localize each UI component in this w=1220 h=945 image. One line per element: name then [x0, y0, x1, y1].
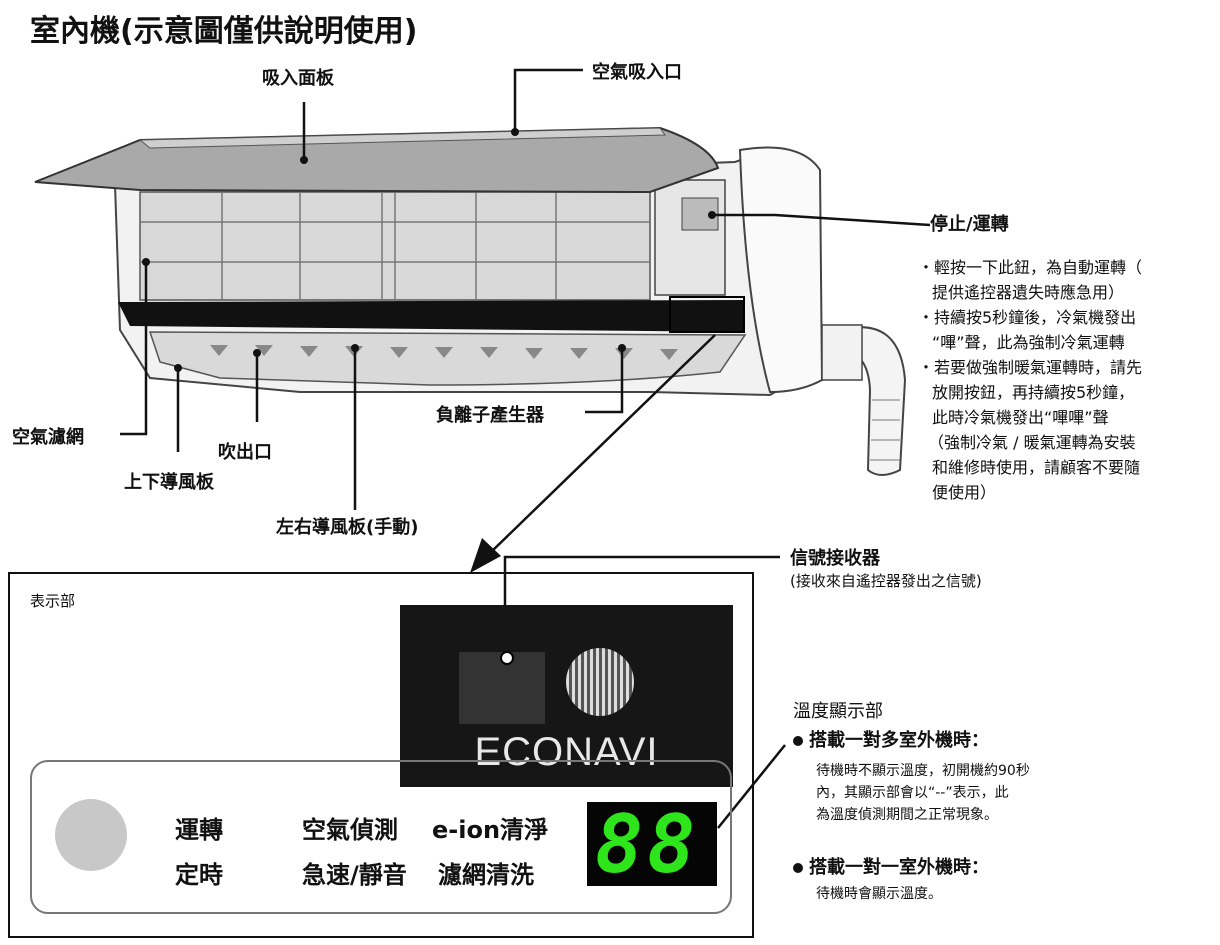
indicator-filter-clean: 濾網清洗 [438, 855, 534, 890]
label-updown-louver: 上下導風板 [124, 468, 214, 494]
louver-area [150, 332, 745, 385]
indicator-eion: e-ion清淨 [432, 810, 548, 845]
label-air-filter: 空氣濾網 [12, 423, 84, 449]
label-lr-louver: 左右導風板(手動) [276, 513, 418, 539]
note-line: 和維修時使用，請顧客不要隨 [918, 455, 1142, 480]
temp-single-heading: 搭載一對一室外機時： [793, 853, 989, 879]
indicator-air-detect: 空氣偵測 [302, 810, 398, 845]
pipe-bracket [822, 325, 862, 380]
indicator-light [55, 799, 127, 871]
note-line: “嗶”聲，此為強制冷氣運轉 [918, 330, 1142, 355]
temperature-digits: 88 [587, 802, 717, 886]
label-outlet: 吹出口 [218, 438, 272, 464]
note-line: ・若要做強制暖氣運轉時，請先 [918, 355, 1142, 380]
note-line: 提供遙控器遺失時應急用） [918, 280, 1142, 305]
bullet-icon [793, 736, 803, 746]
note-line: 放開按鈕，再持續按5秒鐘， [918, 380, 1142, 405]
econavi-sensor-icon [566, 648, 634, 716]
signal-receiver-subtext: (接收來自遙控器發出之信號) [790, 570, 982, 591]
temp-multi-text: 待機時不顯示溫度，初開機約90秒 內，其顯示部會以“--”表示，此 為溫度偵測期… [816, 760, 1030, 826]
stop-run-notes: ・輕按一下此鈕，為自動運轉（ 提供遙控器遺失時應急用） ・持續按5秒鐘後，冷氣機… [918, 255, 1142, 505]
label-temp-display: 溫度顯示部 [793, 697, 883, 723]
temp-multi-heading: 搭載一對多室外機時： [793, 726, 989, 752]
label-intake-panel: 吸入面板 [262, 64, 334, 90]
label-signal-receiver: 信號接收器 [790, 544, 880, 570]
note-line: 內，其顯示部會以“--”表示，此 [816, 782, 1030, 804]
note-line: 此時冷氣機發出“嗶嗶”聲 [918, 405, 1142, 430]
indicator-quiet: 急速/靜音 [302, 855, 407, 890]
bullet-icon [793, 863, 803, 873]
note-line: （強制冷氣 / 暖氣運轉為安裝 [918, 430, 1142, 455]
label-air-inlet: 空氣吸入口 [592, 58, 682, 84]
indicator-run: 運轉 [175, 810, 223, 845]
note-line: 待機時不顯示溫度，初開機約90秒 [816, 760, 1030, 782]
page-title: 室內機(示意圖僅供說明使用) [30, 6, 417, 50]
control-module [655, 180, 725, 295]
note-line: 為溫度偵測期間之正常現象。 [816, 804, 1030, 826]
multi-heading-text: 搭載一對多室外機時： [809, 730, 989, 751]
label-stop-run: 停止/運轉 [930, 210, 1009, 236]
note-line: 便使用） [918, 480, 1142, 505]
note-line: ・輕按一下此鈕，為自動運轉（ [918, 255, 1142, 280]
arrow-head [470, 538, 501, 573]
receiver-pointer-dot [500, 651, 514, 665]
label-display-section: 表示部 [30, 590, 75, 611]
digit-readout: 88 [595, 798, 699, 891]
single-heading-text: 搭載一對一室外機時： [809, 857, 989, 878]
note-line: ・持續按5秒鐘後，冷氣機發出 [918, 305, 1142, 330]
indicator-timer: 定時 [175, 855, 223, 890]
temp-single-text: 待機時會顯示溫度。 [816, 883, 942, 905]
label-ion-generator: 負離子產生器 [436, 401, 544, 427]
